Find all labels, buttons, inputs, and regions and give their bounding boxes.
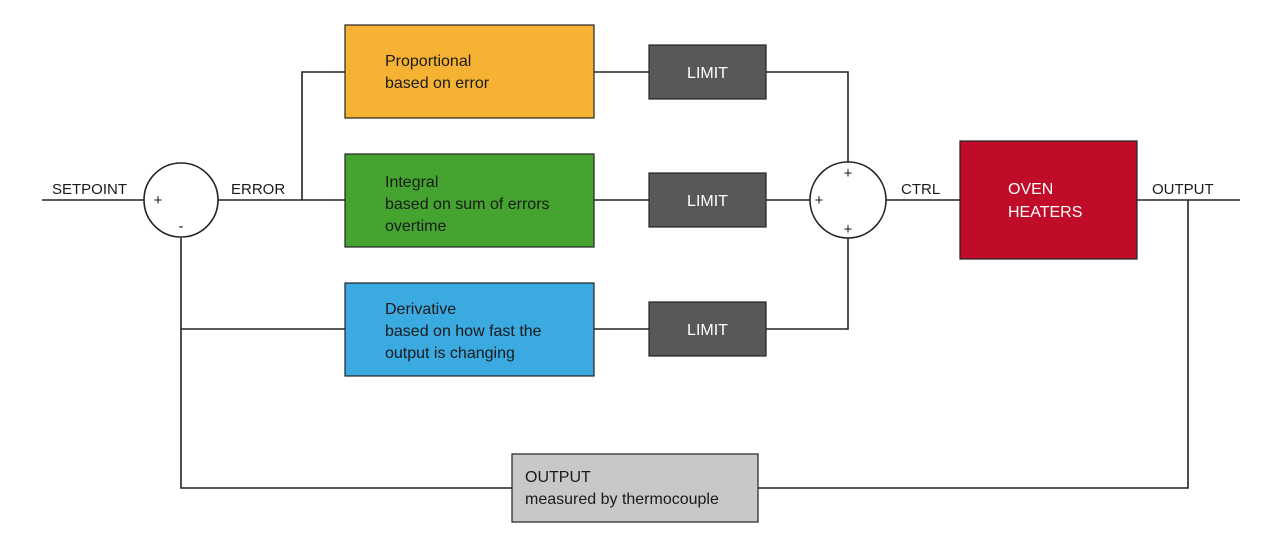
integral-title: Integral — [385, 174, 438, 191]
integral-desc-1: based on sum of errors — [385, 196, 550, 213]
ctrl-summing-junction: + + + — [809, 161, 887, 239]
summing-circle-1 — [143, 162, 219, 238]
limit-block-integral: LIMIT — [648, 172, 767, 228]
limit-rect-1 — [648, 44, 767, 100]
ctrl-label: CTRL — [901, 181, 940, 198]
sum2-left-plus-sign: + — [815, 192, 824, 209]
feedback-rect — [511, 453, 759, 523]
oven-heaters-rect — [959, 140, 1138, 260]
limit1-to-sum-wire — [766, 71, 849, 162]
thermocouple-feedback-block: OUTPUT measured by thermocouple — [511, 453, 759, 523]
derivative-block: Derivative based on how fast the output … — [344, 282, 595, 377]
derivative-desc-1: based on how fast the — [385, 323, 542, 340]
proportional-desc: based on error — [385, 75, 490, 92]
proportional-title: Proportional — [385, 53, 471, 70]
derivative-title: Derivative — [385, 301, 456, 318]
integral-block: Integral based on sum of errors overtime — [344, 153, 595, 248]
feedback-desc: measured by thermocouple — [525, 491, 719, 508]
oven-heaters-block: OVEN HEATERS — [959, 140, 1138, 260]
limit-label-1: LIMIT — [687, 65, 728, 82]
integral-rect — [344, 153, 595, 248]
derivative-desc-2: output is changing — [385, 345, 515, 362]
sum2-bottom-plus-sign: + — [844, 221, 853, 238]
limit-rect-2 — [648, 172, 767, 228]
derivative-rect — [344, 282, 595, 377]
limit-label-2: LIMIT — [687, 193, 728, 210]
limit3-to-sum-wire — [766, 238, 849, 330]
oven-heaters-line-2: HEATERS — [1008, 204, 1082, 221]
connector-wires — [42, 71, 1240, 489]
limit-block-derivative: LIMIT — [648, 301, 767, 357]
feedback-return-wire — [180, 238, 512, 489]
summing-circle-2 — [809, 161, 887, 239]
error-summing-junction: + - — [143, 162, 219, 238]
integral-desc-2: overtime — [385, 218, 446, 235]
proportional-rect — [344, 24, 595, 119]
output-feedback-wire — [758, 200, 1189, 489]
limit-block-proportional: LIMIT — [648, 44, 767, 100]
oven-heaters-line-1: OVEN — [1008, 181, 1053, 198]
proportional-branch-wire — [301, 71, 345, 200]
error-label: ERROR — [231, 181, 285, 198]
setpoint-label: SETPOINT — [52, 181, 127, 198]
limit-rect-3 — [648, 301, 767, 357]
sum1-plus-sign: + — [154, 192, 163, 209]
proportional-block: Proportional based on error — [344, 24, 595, 119]
sum2-top-plus-sign: + — [844, 165, 853, 182]
output-label: OUTPUT — [1152, 181, 1214, 198]
feedback-title: OUTPUT — [525, 469, 591, 486]
limit-label-3: LIMIT — [687, 322, 728, 339]
sum1-minus-sign: - — [179, 218, 184, 235]
